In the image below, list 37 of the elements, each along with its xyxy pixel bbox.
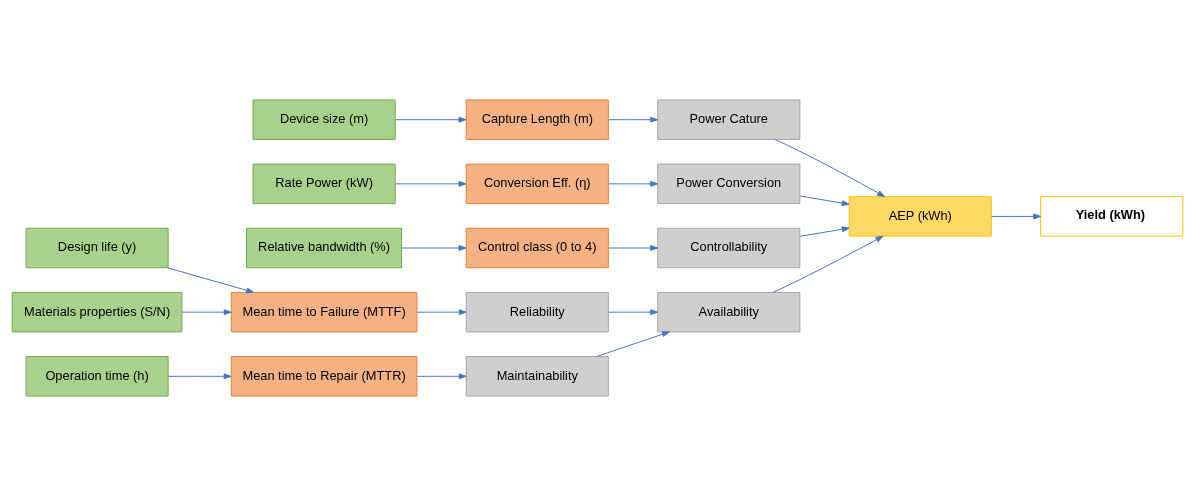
node-box: Control class (0 to 4): [465, 227, 609, 268]
arrow: [394, 180, 467, 187]
arrow: [799, 194, 850, 206]
arrow: [401, 244, 467, 251]
node-box: Mean time to Repair (MTTR): [230, 355, 418, 397]
node-box: AEP (kWh): [848, 195, 992, 237]
arrow: [608, 244, 659, 251]
arrow: [772, 235, 884, 293]
node-box: Reliability: [465, 291, 609, 332]
arrow: [608, 308, 659, 315]
node-box: Materials properties (S/N): [11, 291, 183, 332]
arrow: [167, 372, 232, 379]
arrow: [394, 116, 467, 123]
node-box: Device size (m): [252, 98, 396, 140]
node-box: Power Cature: [657, 98, 801, 140]
node-box: Operation time (h): [25, 355, 169, 397]
arrow: [608, 180, 659, 187]
node-box: Design life (y): [25, 227, 169, 268]
arrow: [596, 330, 670, 357]
node-box: Mean time to Failure (MTTF): [230, 291, 418, 332]
node-box: Maintainability: [465, 355, 609, 397]
node-box: Controllability: [657, 227, 801, 268]
node-box: Conversion Eff. (η): [465, 163, 609, 204]
arrow: [608, 116, 659, 123]
node-box: Power Conversion: [657, 163, 801, 204]
node-box: Yield (kWh): [1040, 195, 1184, 237]
node-box: Capture Length (m): [465, 98, 609, 140]
arrow: [166, 266, 255, 293]
arrow: [991, 213, 1042, 219]
node-box: Availability: [657, 291, 801, 332]
arrow: [416, 372, 467, 379]
arrow: [774, 138, 886, 197]
arrow: [416, 308, 467, 315]
arrow: [799, 225, 850, 237]
arrow: [181, 308, 232, 315]
node-box: Relative bandwidth (%): [246, 227, 403, 268]
node-box: Rate Power (kW): [252, 163, 396, 204]
